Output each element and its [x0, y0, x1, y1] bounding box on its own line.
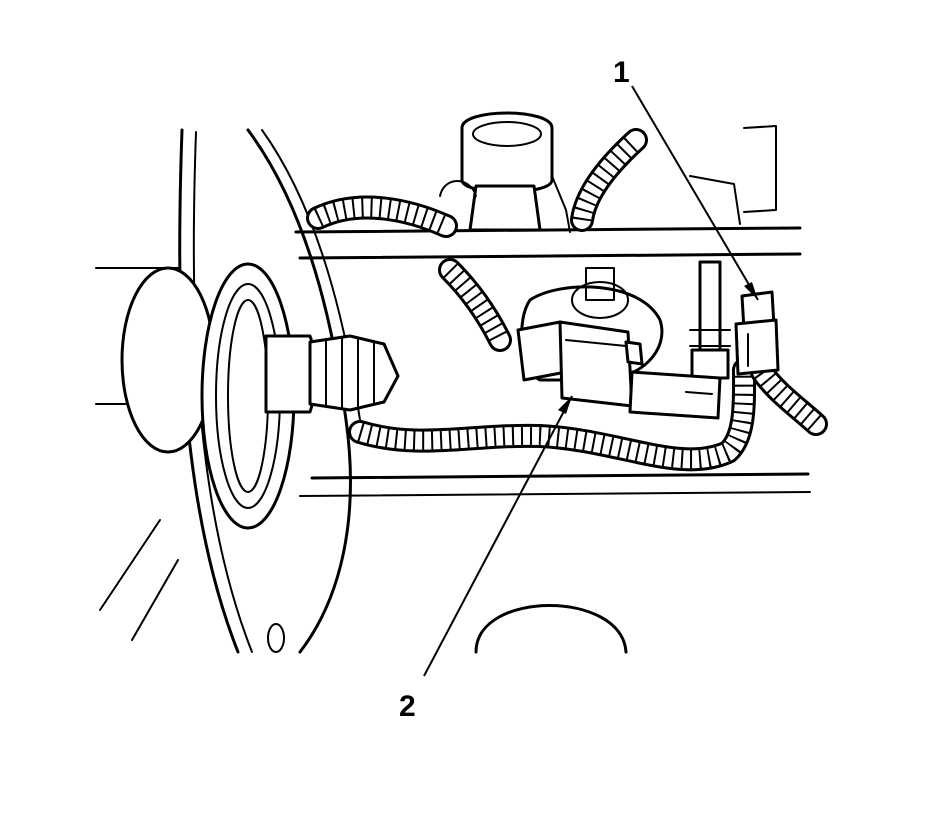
leader-line-2 [423, 395, 573, 677]
callout-label-2: 2 [399, 690, 416, 723]
callout-label-1: 1 [613, 56, 630, 89]
leader-arrow-2 [558, 396, 572, 414]
sensor-bracket [689, 260, 731, 380]
pulley-assembly [120, 262, 400, 530]
upper-engine-components [439, 111, 777, 233]
connector-1 [734, 290, 780, 376]
leader-line-1 [631, 85, 759, 301]
connector-2 [516, 320, 722, 420]
leader-lines [423, 85, 759, 677]
lower-opening [474, 604, 628, 654]
leader-arrow-1 [744, 282, 758, 300]
wiring-harness [306, 128, 828, 472]
